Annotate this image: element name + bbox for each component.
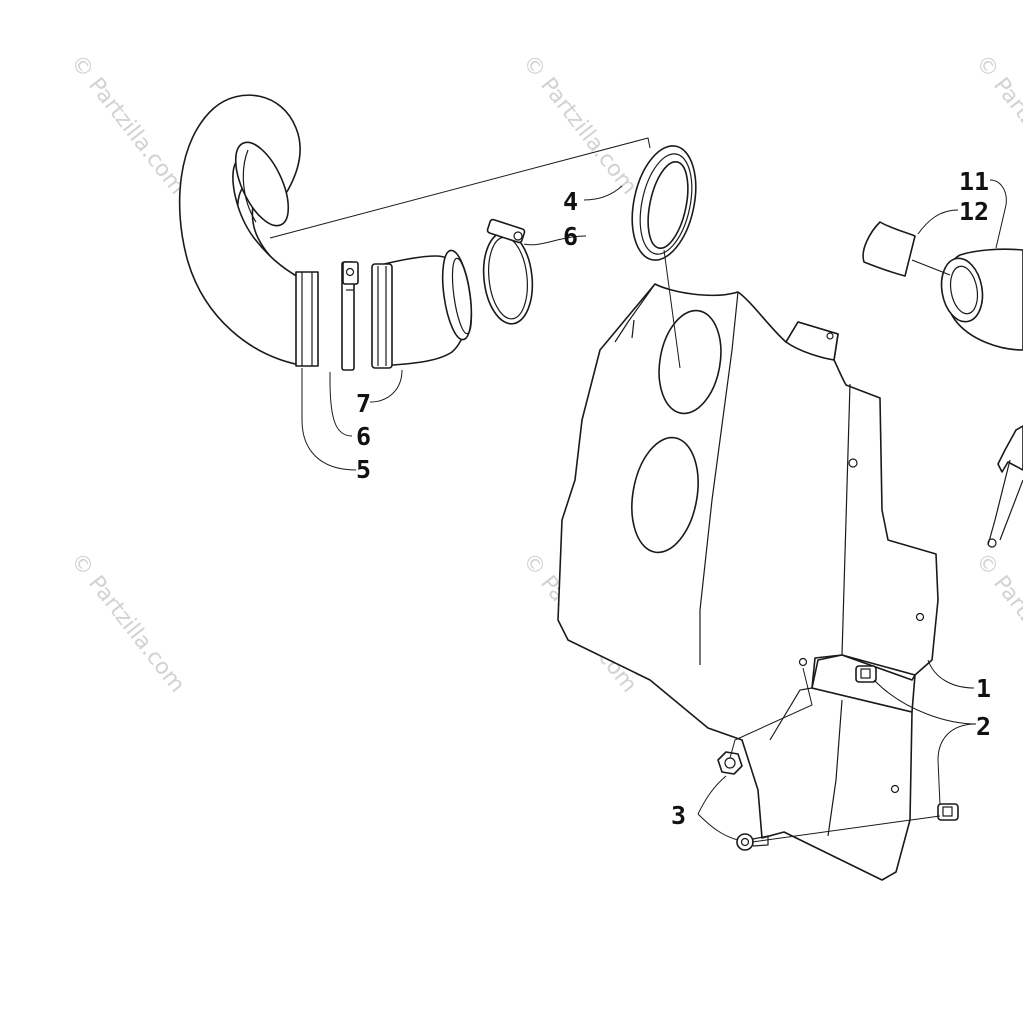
part-7-coupler[interactable] xyxy=(371,249,476,369)
callout-6-strip: 6 xyxy=(356,422,371,451)
watermark-1: © Partzilla.com xyxy=(65,50,189,199)
leader-lines xyxy=(269,137,1007,843)
watermark-4: © Partzilla.com xyxy=(65,548,189,697)
part-3-screws[interactable] xyxy=(717,751,769,851)
callout-12: 12 xyxy=(959,197,989,226)
part-6-clamp-strip[interactable] xyxy=(341,261,359,371)
bracket-partial[interactable] xyxy=(987,425,1023,548)
callout-5: 5 xyxy=(356,455,371,484)
part-2-nuts[interactable] xyxy=(855,665,959,821)
callout-2: 2 xyxy=(976,712,991,741)
callout-11: 11 xyxy=(959,167,989,196)
callout-1: 1 xyxy=(976,674,991,703)
part-4-grommet[interactable] xyxy=(623,140,706,266)
part-6-hose-clamp[interactable] xyxy=(479,218,536,326)
callouts: 4 6 7 6 5 11 12 1 2 3 xyxy=(356,167,991,830)
watermark-2: © Partzilla.com xyxy=(517,50,641,199)
part-5-duct[interactable] xyxy=(178,94,319,367)
callout-3: 3 xyxy=(671,801,686,830)
callout-6-clamp: 6 xyxy=(563,222,578,251)
part-1-shield[interactable] xyxy=(557,283,939,881)
callout-7: 7 xyxy=(356,389,371,418)
callout-4: 4 xyxy=(563,187,578,216)
part-11-12-assembly[interactable] xyxy=(862,221,1023,351)
